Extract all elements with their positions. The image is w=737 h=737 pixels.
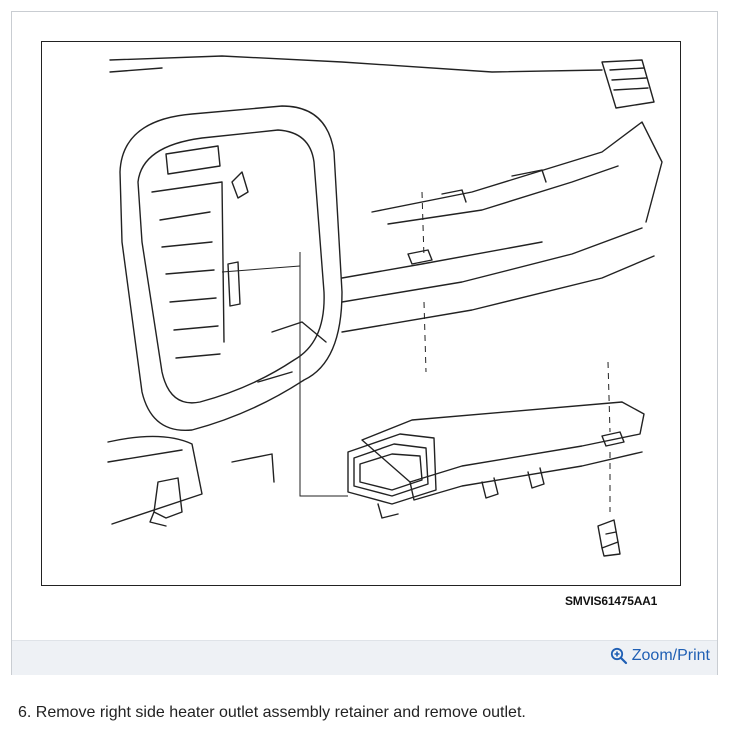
cluster-opening-inner xyxy=(137,129,325,404)
magnifier-plus-icon xyxy=(610,647,627,665)
figure-card: SMVIS61475AA1 Zoom/Print xyxy=(11,11,718,675)
figure-toolbar: Zoom/Print xyxy=(12,640,717,675)
zoom-print-label: Zoom/Print xyxy=(631,647,710,664)
alignment-line-right xyxy=(607,361,611,433)
dash-lower-left xyxy=(107,435,203,525)
step-text: Remove right side heater outlet assembly… xyxy=(35,704,526,721)
right-vent xyxy=(601,59,655,109)
heater-outlet-duct xyxy=(361,401,645,483)
leader-line-cluster xyxy=(299,252,348,497)
dash-panel-lower xyxy=(341,227,643,303)
cluster-opening-outer xyxy=(119,105,343,432)
alignment-line-center xyxy=(421,191,425,259)
outlet-box xyxy=(347,433,437,505)
glove-box-edge xyxy=(371,121,663,223)
heater-outlet-diagram xyxy=(107,55,663,557)
left-clip xyxy=(153,477,183,519)
step-instruction: 6. Remove right side heater outlet assem… xyxy=(18,704,526,722)
figure-code: SMVIS61475AA1 xyxy=(565,594,658,608)
step-number: 6. xyxy=(18,704,32,721)
diagram-frame xyxy=(41,41,681,586)
dashboard-top-edge xyxy=(109,55,603,73)
zoom-print-link[interactable]: Zoom/Print xyxy=(610,647,710,665)
